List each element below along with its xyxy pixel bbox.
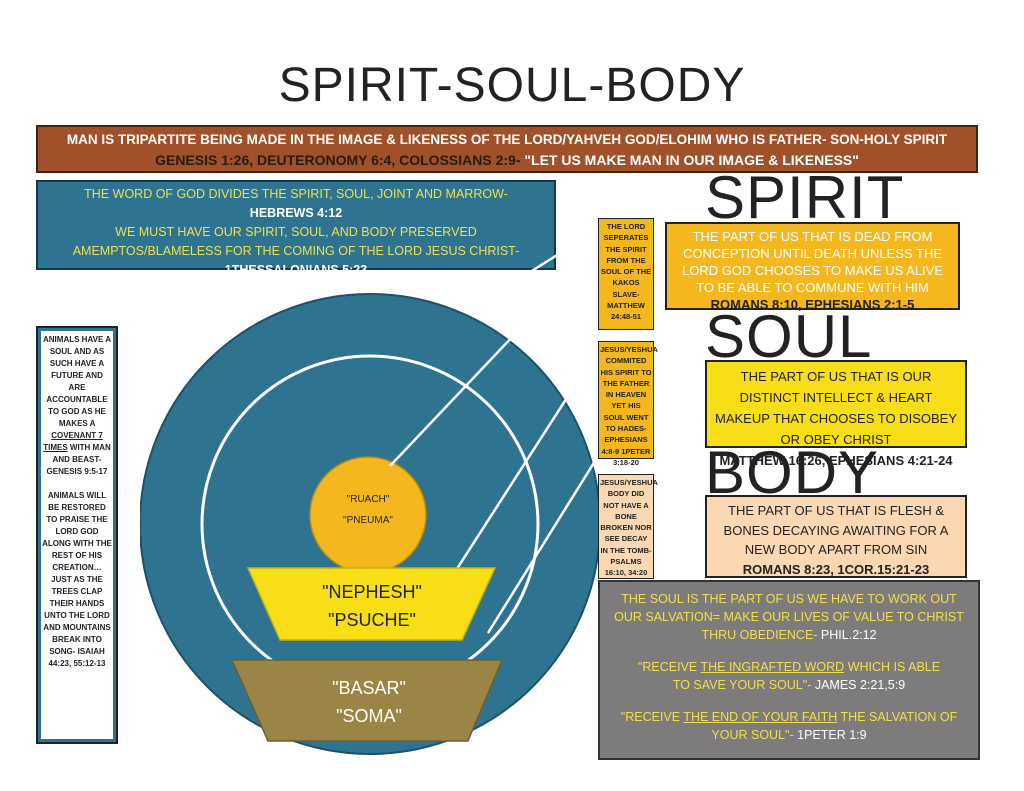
- word-line-1: THE WORD OF GOD DIVIDES THE SPIRIT, SOUL…: [84, 187, 508, 201]
- ruach-label: "RUACH": [347, 494, 390, 505]
- spirit-refs: ROMANS 8:10, EPHESIANS 2:1-5: [710, 297, 915, 312]
- word-line-3: AMEMPTOS/BLAMELESS FOR THE COMING OF THE…: [72, 244, 520, 258]
- salvation-paragraph-2: "RECEIVE THE INGRAFTED WORD WHICH IS ABL…: [637, 660, 941, 692]
- basar-label: "BASAR": [332, 678, 406, 698]
- soul-text: THE PART OF US THAT IS OUR DISTINCT INTE…: [714, 369, 957, 447]
- banner-refs: GENESIS 1:26, DEUTERONOMY 6:4, COLOSSIAN…: [155, 152, 521, 168]
- animals-paragraph-2: ANIMALS WILL BE RESTORED TO PRAISE THE L…: [42, 491, 112, 668]
- spirit-text: THE PART OF US THAT IS DEAD FROM CONCEPT…: [681, 229, 944, 295]
- soul-heading: SOUL: [705, 303, 873, 370]
- spirit-side-note: THE LORD SEPERATES THE SPIRIT FROM THE S…: [598, 218, 654, 330]
- nephesh-trapezoid: [246, 567, 497, 641]
- word-line-2: WE MUST HAVE OUR SPIRIT, SOUL, AND BODY …: [115, 225, 477, 239]
- basar-trapezoid: [230, 659, 504, 742]
- pneuma-label: "PNEUMA": [343, 515, 393, 526]
- word-of-god-box: THE WORD OF GOD DIVIDES THE SPIRIT, SOUL…: [36, 180, 556, 277]
- animals-column: ANIMALS HAVE A SOUL AND AS SUCH HAVE A F…: [36, 326, 118, 744]
- outer-pointer-line: [464, 238, 587, 315]
- soul-side-note: JESUS/YESHUA COMMITED HIS SPIRIT TO THE …: [598, 341, 658, 467]
- page-title: SPIRIT-SOUL-BODY: [278, 59, 746, 112]
- spirit-pointer-line: [389, 333, 516, 467]
- nephesh-label: "NEPHESH": [322, 582, 422, 602]
- salvation-paragraph-3: "RECEIVE THE END OF YOUR FAITH THE SALVA…: [620, 710, 958, 742]
- banner-line-1: MAN IS TRIPARTITE BEING MADE IN THE IMAG…: [66, 132, 948, 147]
- soma-label: "SOMA": [336, 706, 402, 726]
- tripartite-banner: MAN IS TRIPARTITE BEING MADE IN THE IMAG…: [36, 125, 978, 173]
- body-refs: ROMANS 8:23, 1COR.15:21-23: [742, 561, 930, 577]
- word-ref-1: HEBREWS 4:12: [249, 206, 343, 220]
- spirit-box: THE PART OF US THAT IS DEAD FROM CONCEPT…: [665, 222, 960, 312]
- word-ref-2: 1THESSALONIANS 5:23: [224, 263, 368, 277]
- body-side-note: JESUS/YESHUA BODY DID NOT HAVE A BONE BR…: [598, 474, 658, 579]
- banner-line-2: GENESIS 1:26, DEUTERONOMY 6:4, COLOSSIAN…: [38, 150, 976, 171]
- animals-paragraph-1: ANIMALS HAVE A SOUL AND AS SUCH HAVE A F…: [43, 335, 111, 476]
- body-box: THE PART OF US THAT IS FLESH & BONES DEC…: [705, 495, 967, 578]
- banner-quote: "LET US MAKE MAN IN OUR IMAGE & LIKENESS…: [520, 152, 859, 168]
- spirit-heading: SPIRIT: [705, 164, 905, 231]
- soul-box: THE PART OF US THAT IS OUR DISTINCT INTE…: [705, 360, 967, 468]
- salvation-paragraph-1: THE SOUL IS THE PART OF US WE HAVE TO WO…: [614, 592, 964, 642]
- soul-refs: MATTHEW 16:26, EPHESIANS 4:21-24: [719, 453, 953, 468]
- psuche-label: "PSUCHE": [328, 610, 416, 630]
- salvation-box: THE SOUL IS THE PART OF US WE HAVE TO WO…: [598, 580, 980, 760]
- body-text: THE PART OF US THAT IS FLESH & BONES DEC…: [723, 503, 949, 557]
- body-pointer-line: [486, 452, 602, 634]
- body-heading: BODY: [705, 439, 880, 506]
- tripartite-diagram: "RUACH" "PNEUMA" "NEPHESH" "PSUCHE" "BAS…: [140, 238, 602, 755]
